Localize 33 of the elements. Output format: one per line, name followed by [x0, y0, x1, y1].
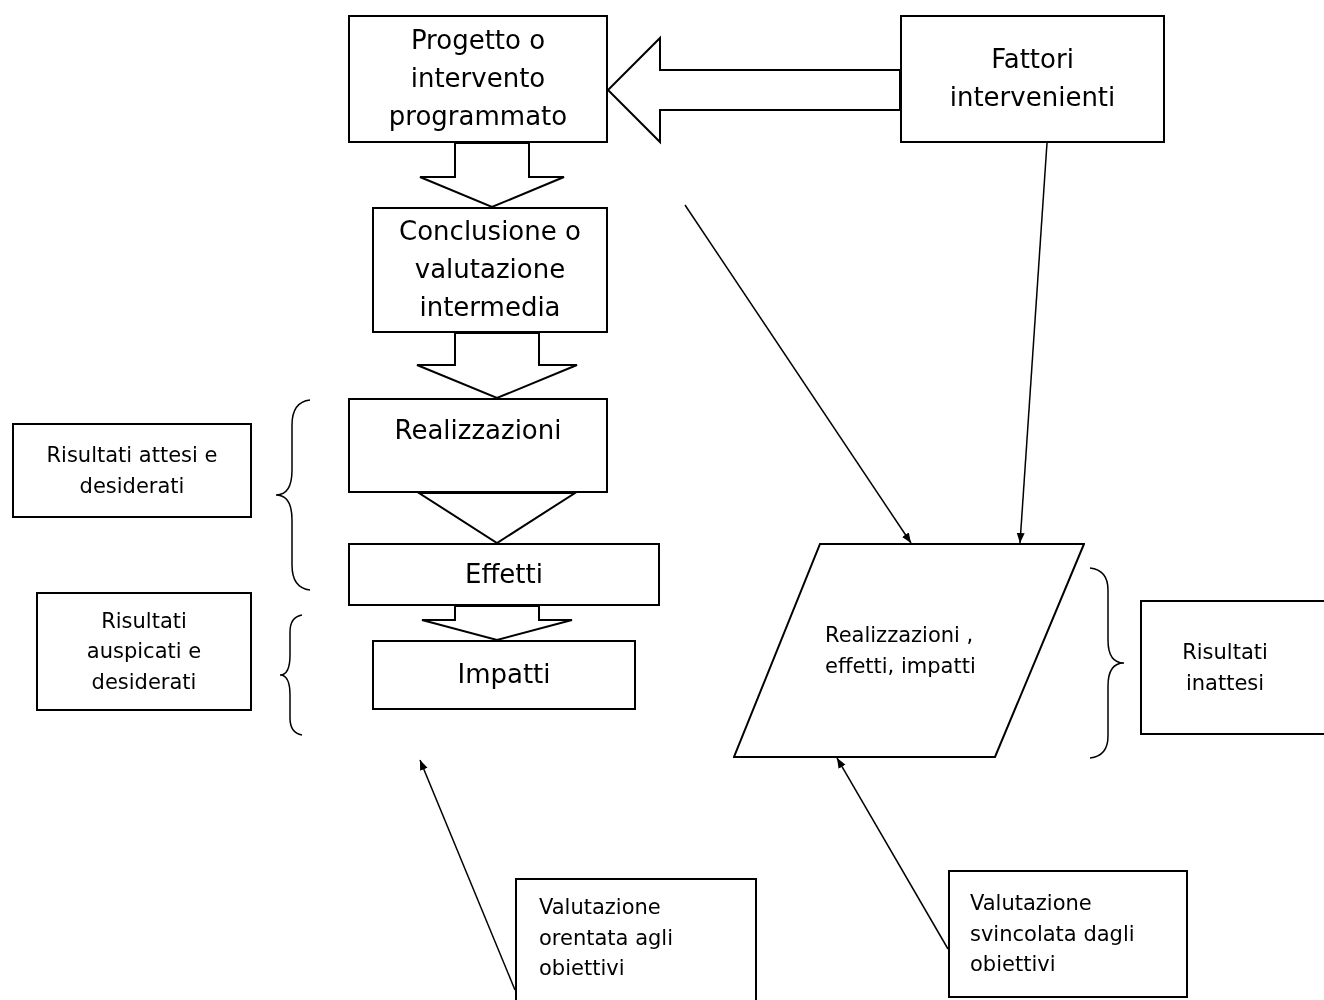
- process-box: [348, 543, 660, 606]
- node-label: Realizzazioni , effetti, impatti: [825, 622, 977, 680]
- process-box: [372, 640, 636, 710]
- arrow: [684, 204, 912, 544]
- note-box: [948, 870, 1188, 998]
- process-box: [900, 15, 1165, 143]
- note-box: [1140, 600, 1324, 735]
- block-arrow: [419, 142, 565, 209]
- block-arrow: [415, 492, 579, 545]
- process-box: [372, 207, 608, 333]
- process-box: [348, 15, 608, 143]
- node-label: Risultati auspicati e desiderati: [85, 607, 203, 696]
- node-label: Risultati attesi e desiderati: [45, 442, 219, 500]
- node-label: Realizzazioni: [394, 414, 562, 447]
- node-label: Valutazione svincolata dagli obiettivi: [970, 890, 1136, 979]
- node-label: Impatti: [457, 658, 551, 692]
- note-box: [36, 592, 252, 711]
- arrow: [1016, 142, 1048, 544]
- node-label: Progetto o intervento programmato: [387, 24, 569, 133]
- process-box: [348, 398, 608, 493]
- arrow: [836, 757, 949, 950]
- block-arrow: [606, 35, 901, 145]
- node-label: Valutazione orentata agli obiettivi: [539, 894, 674, 983]
- block-arrow: [421, 605, 573, 642]
- node-label: Risultati inattesi: [1181, 639, 1269, 697]
- note-box: [12, 423, 252, 518]
- arrow: [419, 759, 516, 991]
- note-box: [515, 878, 757, 1000]
- block-arrow: [416, 332, 578, 400]
- node-label: Effetti: [465, 557, 543, 591]
- node-label: Fattori intervenienti: [948, 43, 1117, 114]
- parallelogram-shape: [733, 543, 1085, 758]
- node-label: Conclusione o valutazione intermedia: [398, 215, 582, 324]
